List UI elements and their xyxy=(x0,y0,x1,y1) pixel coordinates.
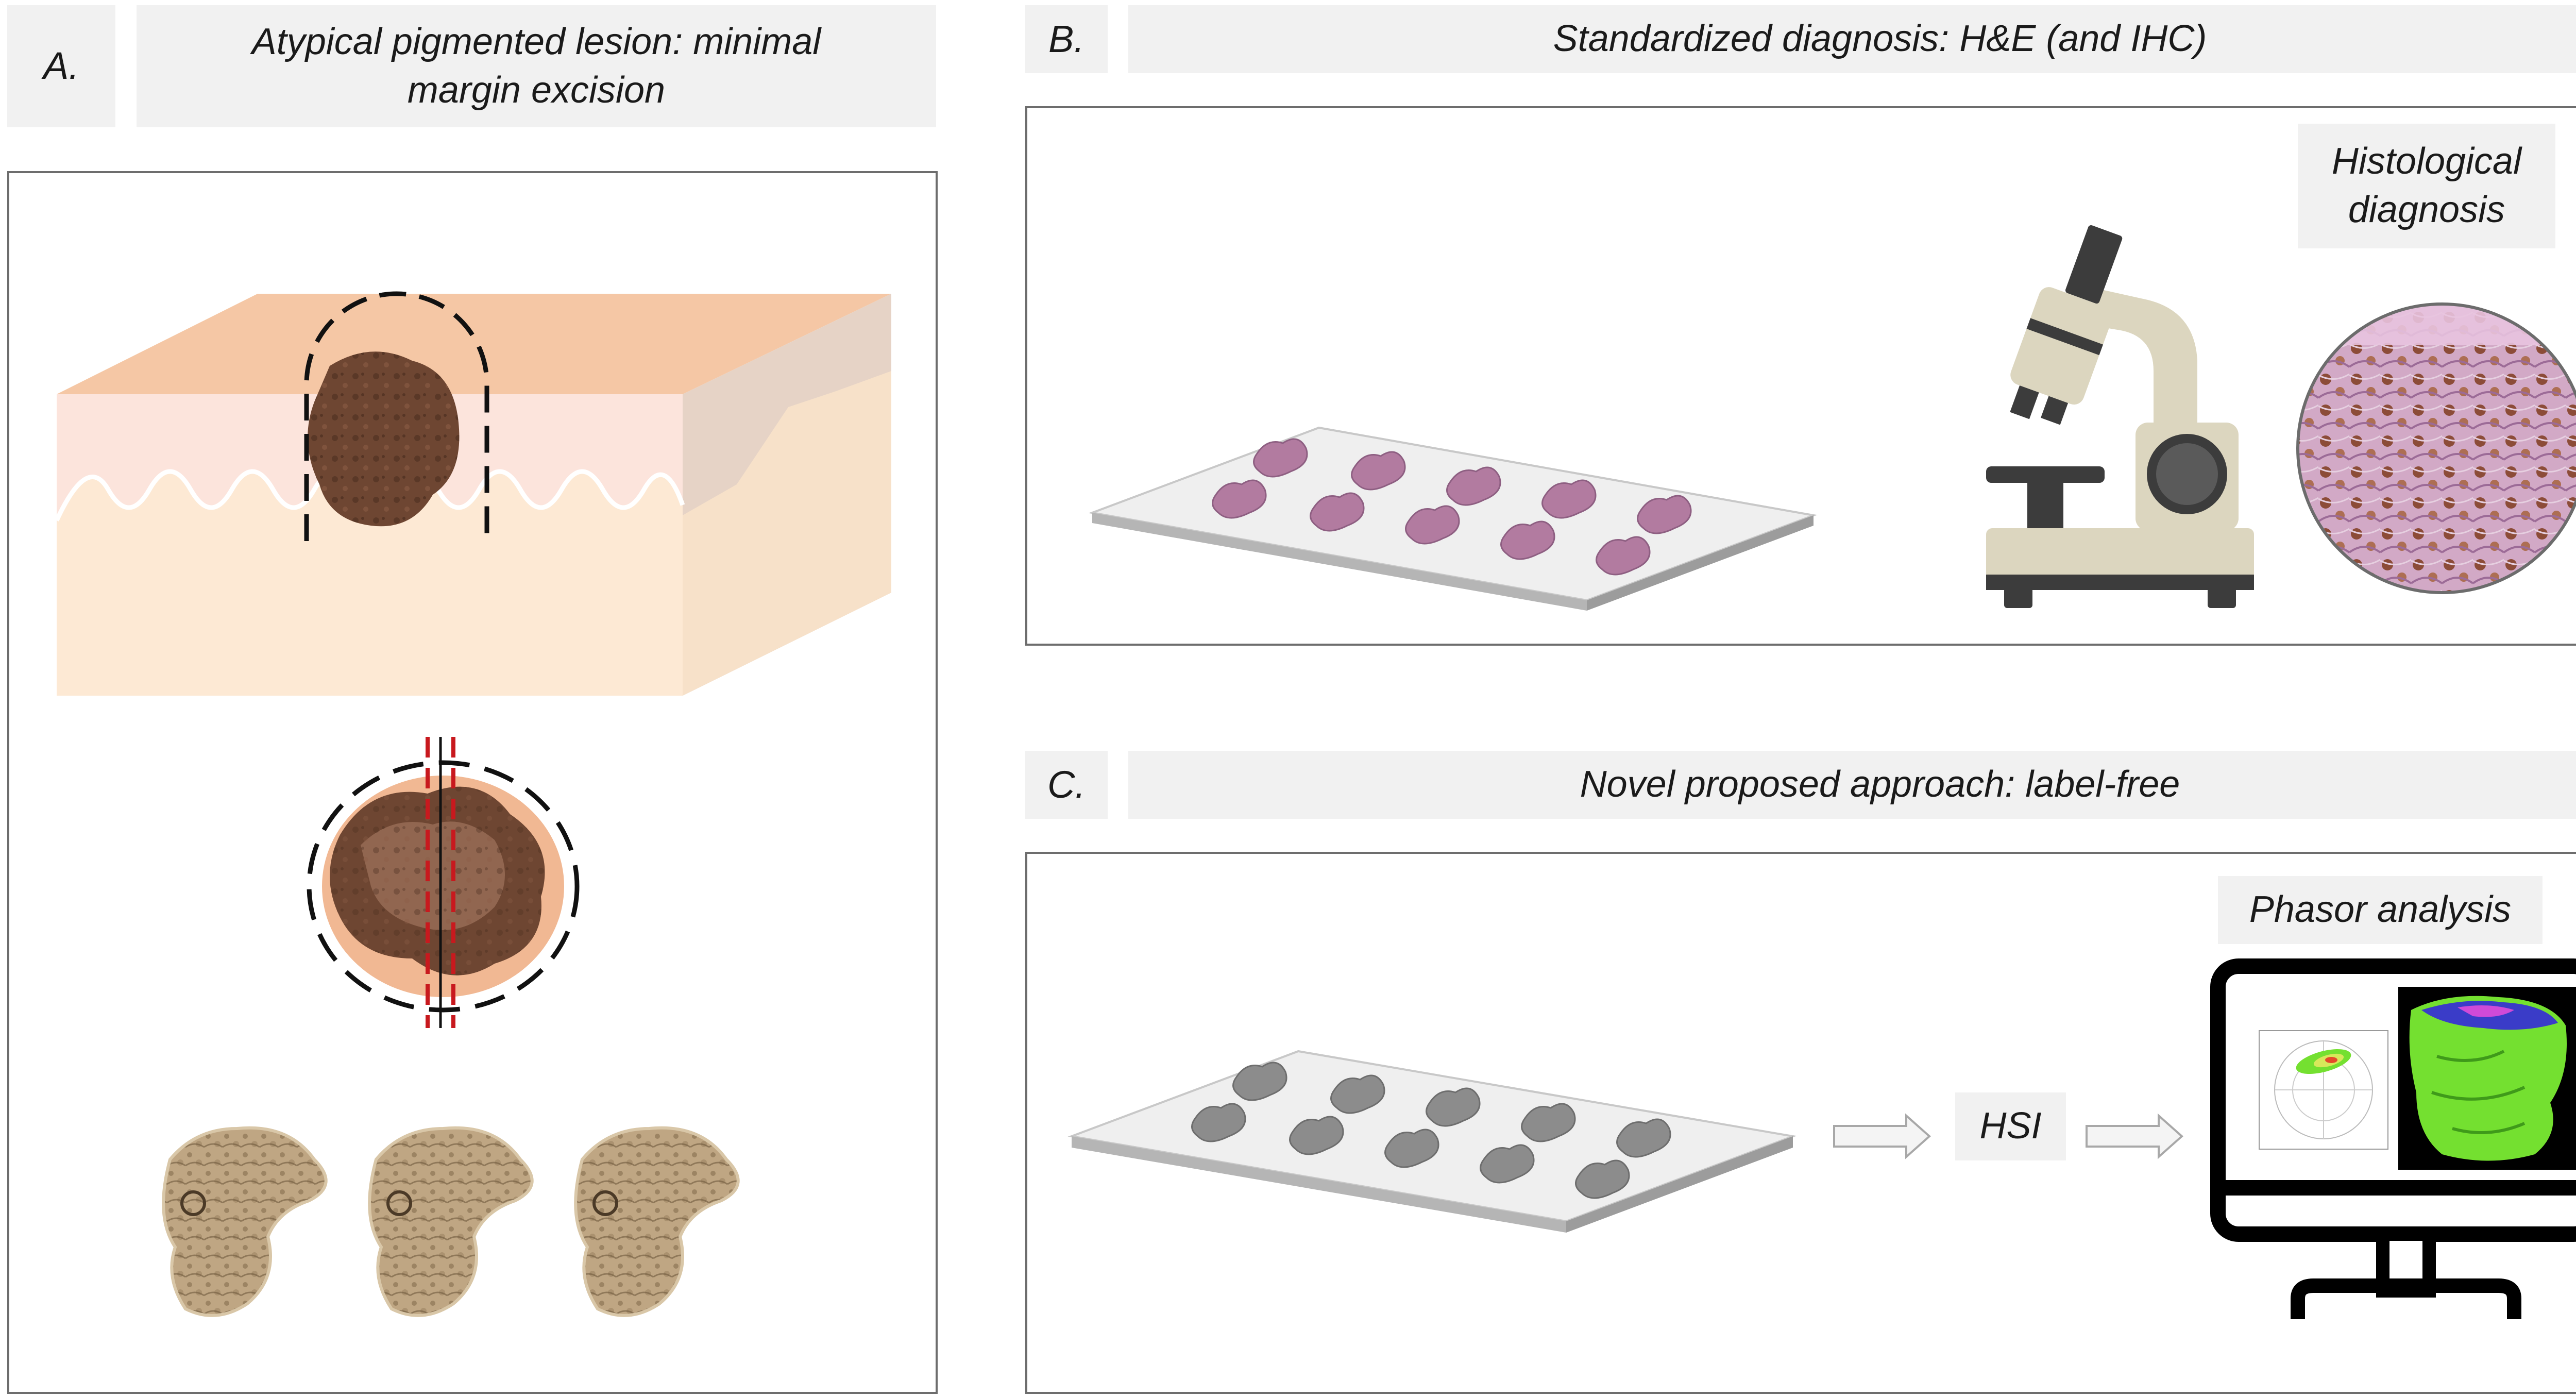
microscope-icon xyxy=(1986,225,2254,608)
tissue-sections xyxy=(162,1126,740,1317)
skin-block xyxy=(54,291,891,696)
panel-a-title: Atypical pigmented lesion: minimal margi… xyxy=(137,5,936,127)
he-sections xyxy=(1212,438,1692,576)
panel-c-title: Novel proposed approach: label-free xyxy=(1128,751,2576,819)
phasor-analysis-label: Phasor analysis xyxy=(2218,876,2543,944)
arrow-right-icon xyxy=(2086,1113,2184,1159)
histological-diagnosis-label: Histological diagnosis xyxy=(2298,124,2555,248)
panel-c-letter: C. xyxy=(1025,751,1108,819)
panel-a-letter: A. xyxy=(7,5,115,127)
excision-top-view xyxy=(307,737,580,1028)
panel-b-letter: B. xyxy=(1025,5,1108,73)
computer-monitor-icon xyxy=(2210,958,2576,1319)
hsi-label: HSI xyxy=(1955,1092,2066,1160)
panel-b-title: Standardized diagnosis: H&E (and IHC) xyxy=(1128,5,2576,73)
arrow-right-icon xyxy=(1833,1113,1931,1159)
unstained-sections xyxy=(1191,1062,1671,1199)
